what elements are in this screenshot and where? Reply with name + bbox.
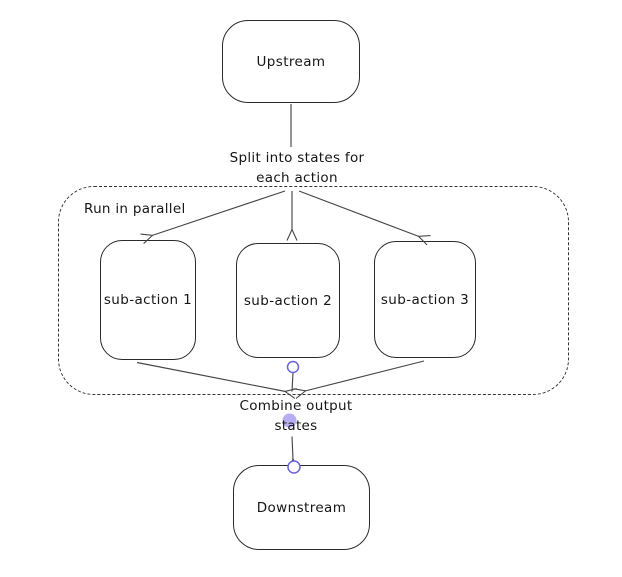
sub-action-3-node-label: sub-action 3	[380, 291, 470, 308]
sub-action-1-node-label: sub-action 1	[103, 292, 193, 308]
upstream-node[interactable]: Upstream	[222, 20, 360, 103]
downstream-node-label: Downstream	[256, 499, 347, 516]
sub-action-2-node[interactable]: sub-action 2	[236, 243, 340, 358]
sub-action-3-node[interactable]: sub-action 3	[374, 241, 476, 358]
sub-action-2-node-label: sub-action 2	[243, 292, 333, 309]
downstream-node[interactable]: Downstream	[233, 465, 370, 550]
sub-action-1-node[interactable]: sub-action 1	[100, 240, 196, 360]
upstream-node-label: Upstream	[256, 53, 326, 70]
parallel-group-container[interactable]	[58, 186, 569, 395]
